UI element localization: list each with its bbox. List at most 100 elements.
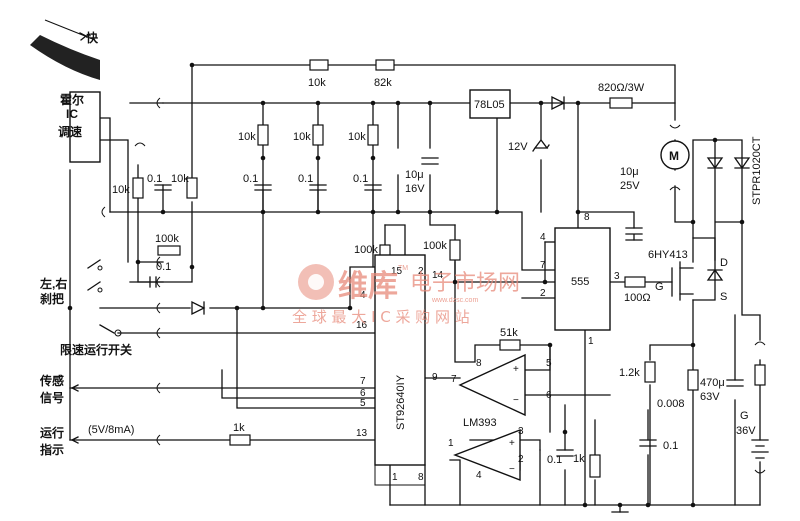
hall-ic-block: 霍尔 IC 调速 xyxy=(58,91,101,163)
value-c-555-2: 25V xyxy=(620,180,640,192)
label-brake-1: 左,右 xyxy=(39,276,67,291)
pin-cmp-1: 1 xyxy=(448,438,454,449)
watermark-tm: TM xyxy=(398,265,408,272)
value-r-12k: 1.2k xyxy=(619,367,640,379)
pin-cmp-4: 4 xyxy=(476,470,482,481)
capacitor-470 xyxy=(726,379,744,387)
resistor-r-top2 xyxy=(375,59,395,71)
value-r-top1: 10k xyxy=(308,77,326,89)
value-c-cmp: 0.1 xyxy=(547,454,562,466)
svg-text:+: + xyxy=(513,364,519,375)
label-diode-module: STPR1020CT xyxy=(751,136,763,205)
pin-ic-2: 2 xyxy=(418,266,424,277)
capacitors: 0.1 0.1 0.1 0.1 10μ 16V 10μ 25V 0.1 470μ… xyxy=(147,157,744,466)
label-hall-ic-2: IC xyxy=(66,107,78,121)
label-mosfet-g: G xyxy=(655,281,664,293)
label-run-1: 运行 xyxy=(40,425,64,440)
capacitor-hall xyxy=(154,184,172,191)
resistor-r-top1 xyxy=(309,59,329,71)
resistor-r-pu1 xyxy=(257,124,269,146)
label-mosfet-d: D xyxy=(720,257,728,269)
value-r-supply: 820Ω/3W xyxy=(598,82,645,94)
regulator-78l05: 78L05 xyxy=(469,89,511,119)
watermark-title: 电子市场网 xyxy=(410,271,520,296)
diode-brake xyxy=(191,300,206,316)
speed-throttle-icon: 快 xyxy=(30,19,100,80)
label-comparator: LM393 xyxy=(463,417,497,429)
label-sensor-1: 传感 xyxy=(39,373,64,388)
capacitor-c2 xyxy=(309,184,327,213)
value-c-reg-2: 16V xyxy=(405,183,425,195)
pin-ic-15: 15 xyxy=(391,266,403,277)
value-r-pu1: 10k xyxy=(238,131,256,143)
ground-symbols xyxy=(611,239,643,513)
mosfet-6hy413: 6HY413 D S G xyxy=(648,249,728,303)
value-c-470-2: 63V xyxy=(700,391,720,403)
diode-mosfet xyxy=(706,268,724,281)
value-r-gate: 100Ω xyxy=(624,292,651,304)
capacitor-c1 xyxy=(254,184,272,213)
value-r-51k: 51k xyxy=(500,327,518,339)
resistor-r-hall2 xyxy=(186,177,198,199)
comparator-2: + − LM393 1 3 2 4 xyxy=(448,417,524,482)
value-c-0008: 0.008 xyxy=(657,398,685,410)
pin-cmp-3: 3 xyxy=(518,426,524,437)
pin-ic-16: 16 xyxy=(356,320,368,331)
resistor-r-pu2 xyxy=(312,124,324,146)
pin-ic-1: 1 xyxy=(392,472,398,483)
capacitor-c3 xyxy=(364,184,382,213)
value-r-hall1: 10k xyxy=(112,184,130,196)
svg-text:−: − xyxy=(509,464,515,475)
pin-cmp-8: 8 xyxy=(476,358,482,369)
resistor-r-supply xyxy=(609,97,633,109)
pin-t-4: 4 xyxy=(540,232,546,243)
comparator-1: + − 8 7 5 6 xyxy=(451,353,552,417)
label-hall-ic-1: 霍尔 xyxy=(60,92,84,107)
capacitor-555 xyxy=(625,227,643,241)
resistor-r-gate xyxy=(624,276,646,288)
resistor-r-hall1 xyxy=(132,177,144,199)
capacitor-reg xyxy=(421,157,439,165)
capacitor-cmp xyxy=(556,449,574,457)
diodes: 12V xyxy=(191,95,751,316)
timer-555: 555 8 4 7 2 3 1 xyxy=(540,212,620,347)
label-timer: 555 xyxy=(571,276,589,288)
svg-text:+: + xyxy=(509,438,515,449)
resistor-r-ind xyxy=(229,434,251,446)
motor: M xyxy=(660,140,690,170)
resistor-r-51k xyxy=(499,339,521,351)
value-r-ind: 1k xyxy=(233,422,245,434)
resistors: 10k 82k 820Ω/3W 10k 10k 10k 10k 10k 100k… xyxy=(112,59,766,478)
label-run-spec: (5V/8mA) xyxy=(88,424,134,436)
pin-cmp-2: 2 xyxy=(518,454,524,465)
value-c-555-1: 10μ xyxy=(620,166,639,178)
capacitor-bottom xyxy=(639,439,657,447)
value-c-brake: 0.1 xyxy=(156,261,171,273)
limit-switch: 限速运行开关 xyxy=(60,324,132,357)
resistor-r-pu3 xyxy=(367,124,379,146)
pin-ic-14: 14 xyxy=(432,270,444,281)
capacitor-brake xyxy=(149,276,157,288)
svg-text:−: − xyxy=(513,395,519,406)
label-run-2: 指示 xyxy=(40,442,64,457)
zener-diode xyxy=(532,138,550,152)
watermark-logo-icon xyxy=(298,264,334,300)
resistor-r-100k-c xyxy=(449,239,461,261)
label-motor: M xyxy=(669,149,679,163)
watermark: 维库 TM 电子市场网 www.dzsc.com 全 球 最 大 I C 采 购… xyxy=(292,264,520,326)
label-hall-ic-3: 调速 xyxy=(58,124,82,139)
battery: G 36V xyxy=(736,410,769,459)
controller-ic: ST92640IY 15 2 14 4 16 7 6 5 13 9 1 8 xyxy=(356,254,444,486)
watermark-slogan: 全 球 最 大 I C 采 购 网 站 xyxy=(292,308,470,326)
pin-cmp-5: 5 xyxy=(546,358,552,369)
label-controller: ST92640IY xyxy=(395,374,407,430)
connector-terminals xyxy=(71,97,766,474)
label-mosfet: 6HY413 xyxy=(648,249,688,261)
label-battery-g: G xyxy=(740,410,749,422)
value-r-top2: 82k xyxy=(374,77,392,89)
value-c-reg-1: 10μ xyxy=(405,169,424,181)
value-c-3: 0.1 xyxy=(353,173,368,185)
watermark-url: www.dzsc.com xyxy=(431,297,478,304)
value-c-hall: 0.1 xyxy=(147,173,162,185)
